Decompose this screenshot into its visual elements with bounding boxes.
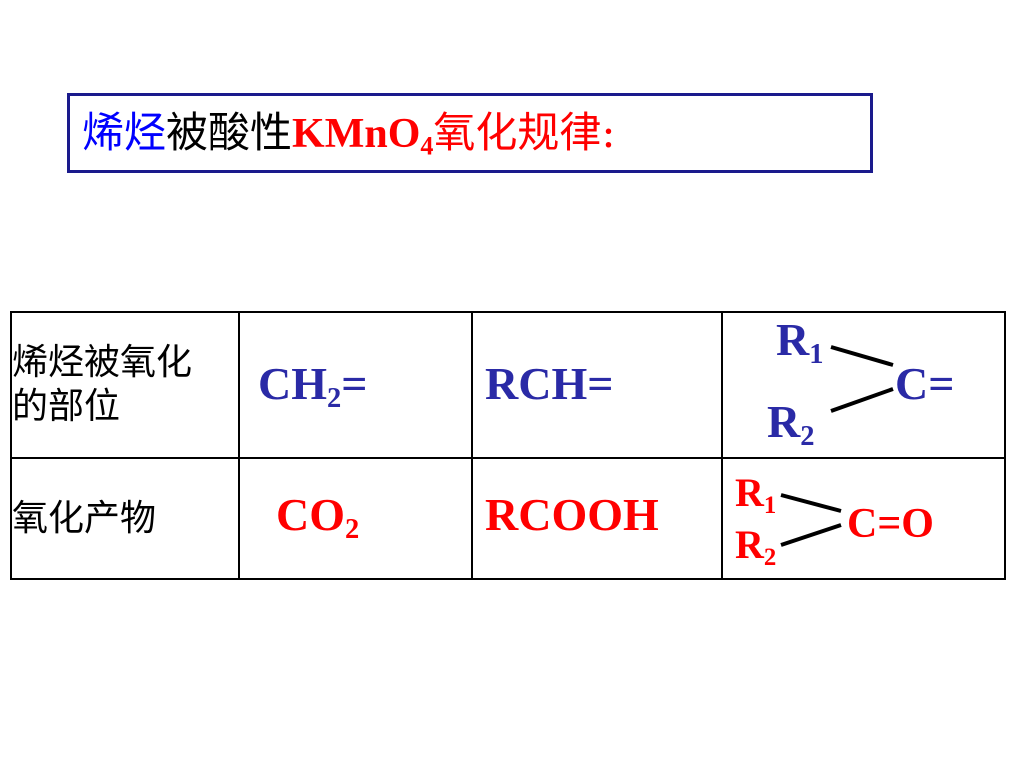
title-kmno4: KMnO4 [292,111,434,161]
title-oxidation-rule: 氧化规律: [433,108,616,157]
bond-lines-reactant [830,345,894,413]
label-r1-product: R1 [735,470,777,519]
title-box: 烯烃被酸性KMnO4氧化规律: [67,93,873,173]
bond-line-r2 [830,387,894,413]
cell-ch2: CH2= [238,311,473,459]
cell-rcooh: RCOOH [471,457,723,580]
cell-r1r2c: R1 R2 C= [721,311,1006,459]
bond-lines-product [780,493,842,547]
formula-ch2: CH2= [258,358,368,414]
cell-rch: RCH= [471,311,723,459]
row-label-oxidation-product: 氧化产物 [10,457,240,580]
title-alkene: 烯烃 [82,108,167,157]
cell-co2: CO2 [238,457,473,580]
cell-r1r2co: R1 R2 C=O [721,457,1006,580]
label-r2-product: R2 [735,522,777,571]
label-r1-reactant: R1 [776,314,824,370]
bond-line-r1 [830,345,894,367]
table-row-oxidation-product: 氧化产物 CO2 RCOOH R1 R2 C=O [10,457,1006,580]
table-row-oxidized-site: 烯烃被氧化的部位 CH2= RCH= R1 R2 C= [10,311,1006,459]
formula-rcooh: RCOOH [485,489,659,540]
bond-line-r1-product [780,493,842,513]
formula-co2: CO2 [276,489,360,545]
title-oxidized-by: 被酸性 [166,108,293,157]
label-c-double-bond: C= [895,358,955,409]
oxidation-table: 烯烃被氧化的部位 CH2= RCH= R1 R2 C= 氧化产物 CO2 RCO… [10,311,1006,580]
row-label-oxidized-site: 烯烃被氧化的部位 [10,311,240,459]
label-c-double-o: C=O [847,501,934,547]
label-r2-reactant: R2 [767,396,815,452]
slide-title: 烯烃被酸性KMnO4氧化规律: [82,106,616,161]
formula-rch: RCH= [485,358,614,409]
bond-line-r2-product [780,523,842,547]
